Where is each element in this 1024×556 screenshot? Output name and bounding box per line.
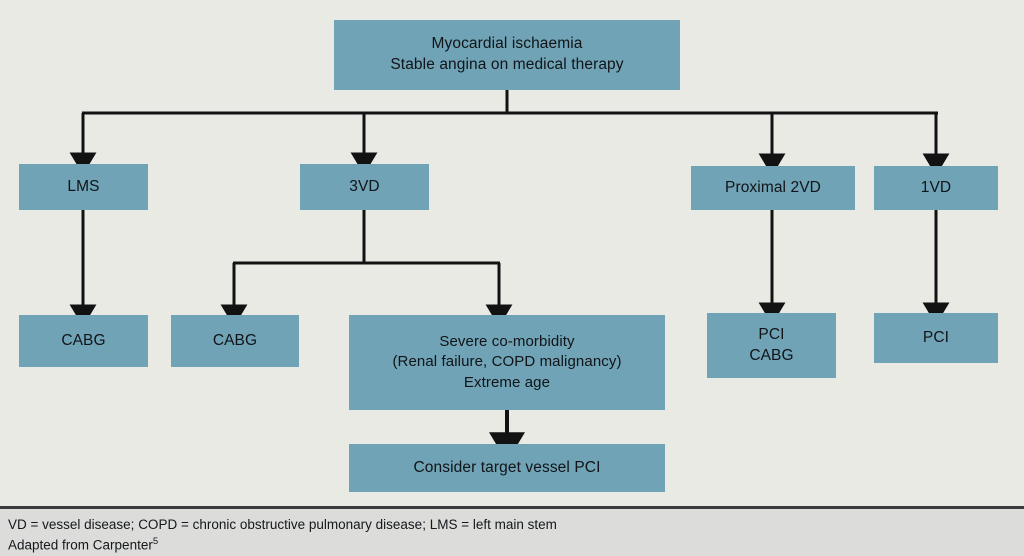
node-root[interactable]: Myocardial ischaemia Stable angina on me…	[334, 20, 680, 90]
legend-source-text: Adapted from Carpenter	[8, 537, 153, 553]
legend-source-reference: 5	[152, 536, 159, 548]
node-lms[interactable]: LMS	[19, 164, 148, 210]
node-severe-comorbidity[interactable]: Severe co-morbidity (Renal failure, COPD…	[349, 315, 665, 410]
figure-legend: VD = vessel disease; COPD = chronic obst…	[0, 506, 1024, 556]
node-pci-cabg[interactable]: PCI CABG	[707, 313, 836, 378]
node-3vd[interactable]: 3VD	[300, 164, 429, 210]
legend-source: Adapted from Carpenter5	[8, 535, 1016, 556]
node-pci[interactable]: PCI	[874, 313, 998, 363]
node-consider-target-vessel-pci[interactable]: Consider target vessel PCI	[349, 444, 665, 492]
node-1vd[interactable]: 1VD	[874, 166, 998, 210]
node-proximal-2vd[interactable]: Proximal 2VD	[691, 166, 855, 210]
node-cabg-3vd[interactable]: CABG	[171, 315, 299, 367]
legend-abbreviations: VD = vessel disease; COPD = chronic obst…	[8, 517, 557, 532]
node-cabg-lms[interactable]: CABG	[19, 315, 148, 367]
